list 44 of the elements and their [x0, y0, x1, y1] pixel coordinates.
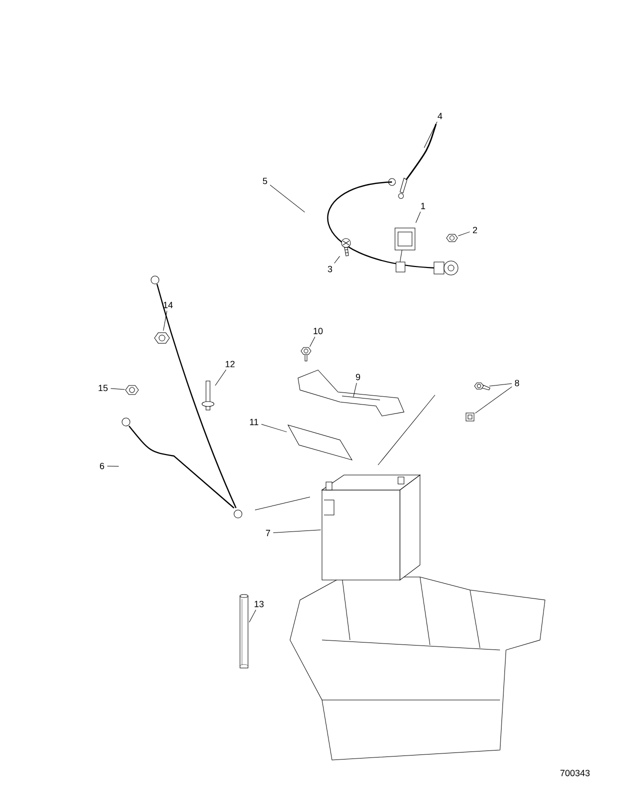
callout-number: 14 — [164, 302, 173, 308]
callout-number: 11 — [250, 418, 258, 426]
callout-number: 5 — [262, 178, 268, 184]
callout-number: 2 — [472, 226, 478, 234]
battery-drawing — [322, 474, 420, 580]
leader-line — [110, 388, 125, 390]
leader-line — [489, 383, 512, 386]
cable-drawing — [328, 178, 458, 276]
leader-line — [270, 184, 305, 212]
relay-drawing — [394, 228, 416, 272]
leader-line — [475, 386, 512, 414]
callout-number: 15 — [98, 384, 108, 392]
drawing-number: 700343 — [560, 770, 590, 776]
leader-line — [273, 530, 321, 533]
nut-drawing — [125, 385, 139, 395]
bolt-drawing — [300, 347, 312, 362]
nut-drawing — [154, 332, 170, 344]
leader-line — [261, 424, 287, 432]
leader-line — [249, 610, 256, 622]
leader-line — [458, 232, 470, 236]
cable-drawing — [122, 418, 242, 518]
callout-number: 6 — [100, 462, 104, 470]
leader-line — [334, 256, 340, 264]
callout-number: 8 — [514, 380, 520, 386]
callout-number: 12 — [226, 360, 235, 368]
leader-line — [310, 336, 316, 347]
leader-line — [424, 122, 438, 148]
callout-number: 9 — [356, 374, 360, 380]
screw-drawing — [341, 238, 351, 256]
callout-number: 10 — [314, 328, 323, 334]
callout-number: 13 — [254, 600, 264, 608]
leader-line — [416, 212, 421, 223]
leader-line — [163, 310, 168, 331]
bolt-drawing — [474, 382, 490, 390]
pad-drawing — [288, 424, 352, 460]
leader-line — [353, 382, 357, 397]
bracket-drawing — [298, 370, 404, 416]
callout-number: 4 — [438, 112, 442, 120]
nut-drawing — [466, 412, 474, 422]
cable-drawing — [398, 124, 437, 199]
callout-number: 7 — [266, 530, 270, 536]
leader-line — [215, 369, 226, 386]
stud-drawing — [202, 380, 214, 410]
tube-drawing — [240, 594, 248, 668]
